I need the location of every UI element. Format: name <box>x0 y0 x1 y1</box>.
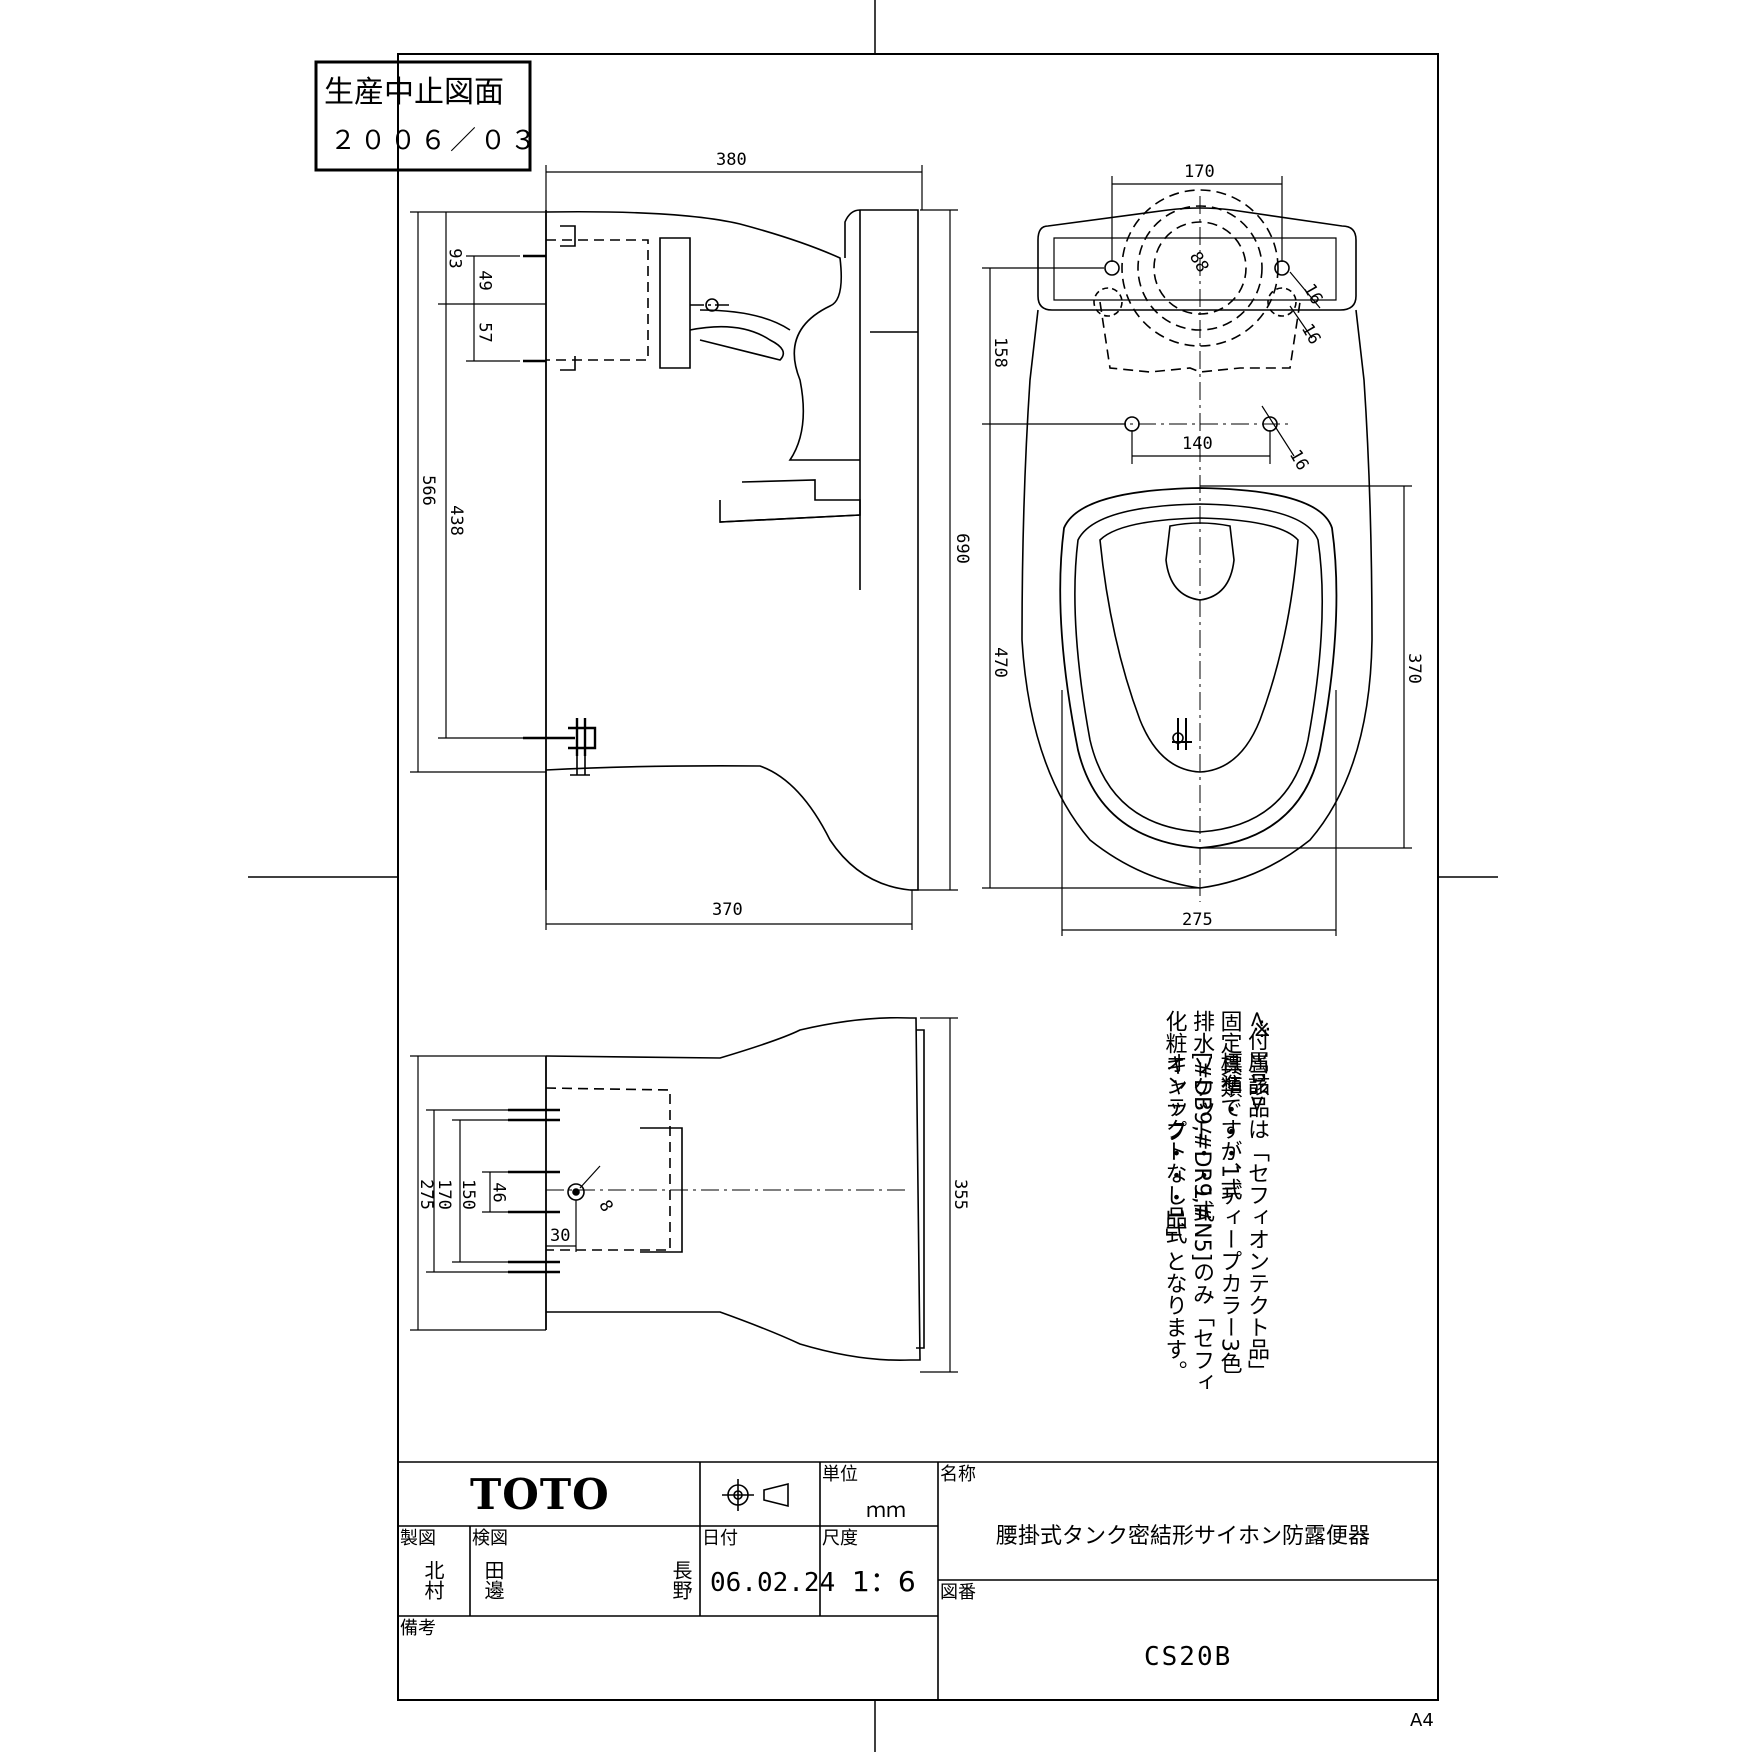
dim-plan-158: 158 <box>989 337 1010 368</box>
dim-side-370: 370 <box>712 900 743 920</box>
note-block: 当該品は「セフィオンテクト品」 標準ですが、ディープカラー3色 [#DB9,#D… <box>1160 1052 1270 1432</box>
dim-side-566: 566 <box>417 475 438 506</box>
checked-by-1: 田邊 <box>481 1560 505 1600</box>
dim-bottom-30: 30 <box>550 1226 571 1246</box>
note-line-2: 標準ですが、ディープカラー3色 <box>1216 1052 1242 1374</box>
brand-logo: TOTO <box>470 1470 610 1519</box>
note-line-3: [#DB9,#DR9,#N5]のみ「セフィ <box>1189 1052 1214 1394</box>
dim-side-57: 57 <box>474 322 495 343</box>
dim-side-380: 380 <box>716 150 747 170</box>
dim-side-438: 438 <box>445 505 466 536</box>
stamp-title: 生産中止図面 <box>324 75 504 110</box>
dim-plan-370: 370 <box>1403 653 1424 684</box>
notes-block: <付属品> 固定具類・・・1式 排水ソケット・・1式 化粧キャップ・・・1式 <box>1160 1010 1270 1430</box>
dim-side-93: 93 <box>444 248 465 269</box>
dim-bottom-150: 150 <box>457 1179 478 1210</box>
date-value: 06.02.24 <box>710 1568 836 1598</box>
stamp-box <box>314 60 532 172</box>
crop-marks <box>248 0 1498 1752</box>
name-label: 名称 <box>940 1464 976 1485</box>
dim-side-49: 49 <box>474 270 495 291</box>
checked-by-2: 長野 <box>669 1560 693 1600</box>
drawn-label: 製図 <box>400 1528 436 1549</box>
dim-side-690: 690 <box>951 533 972 564</box>
dim-bottom-46: 46 <box>488 1182 509 1203</box>
note-line-1: 当該品は「セフィオンテクト品」 <box>1244 1052 1269 1382</box>
product-name: 腰掛式タンク密結形サイホン防露便器 <box>996 1524 1371 1549</box>
stamp-date: ２００６／０３ <box>330 126 541 156</box>
scale-label: 尺度 <box>822 1528 858 1549</box>
paper-size: A4 <box>1410 1710 1434 1731</box>
title-block-grid <box>398 1461 1438 1700</box>
sheet-border <box>397 53 1439 1701</box>
drawn-by: 北村 <box>421 1560 445 1600</box>
dim-plan-140: 140 <box>1182 434 1213 454</box>
drawing-no-label: 図番 <box>940 1582 976 1603</box>
dim-bottom-170: 170 <box>433 1179 454 1210</box>
plan-view <box>982 176 1412 936</box>
accessory-item-2: 排水ソケット・・1式 <box>1189 1010 1214 1222</box>
drawing-number: CS20B <box>1144 1642 1233 1672</box>
accessory-item-1: 固定具類・・・1式 <box>1216 1010 1242 1200</box>
unit-value: ｍｍ <box>866 1498 906 1522</box>
bottom-view <box>410 1016 958 1373</box>
accessories-title: <付属品> <box>1244 1010 1269 1113</box>
note-asterisk: ※ <box>1249 1018 1275 1043</box>
remarks-label: 備考 <box>400 1618 436 1639</box>
date-label: 日付 <box>702 1528 738 1549</box>
side-view <box>410 165 958 930</box>
scale-value: 1：6 <box>852 1565 916 1598</box>
dim-bottom-355: 355 <box>949 1179 970 1210</box>
dim-plan-275: 275 <box>1182 910 1213 930</box>
accessory-item-3: 化粧キャップ・・・1式 <box>1161 1010 1187 1244</box>
dim-plan-470: 470 <box>989 647 1010 678</box>
note-line-4: オンテクトなし品」となります。 <box>1161 1052 1187 1382</box>
unit-label: 単位 <box>822 1464 858 1485</box>
checked-label: 検図 <box>472 1528 508 1549</box>
dim-bottom-275: 275 <box>415 1179 436 1210</box>
dim-plan-170: 170 <box>1184 162 1215 182</box>
